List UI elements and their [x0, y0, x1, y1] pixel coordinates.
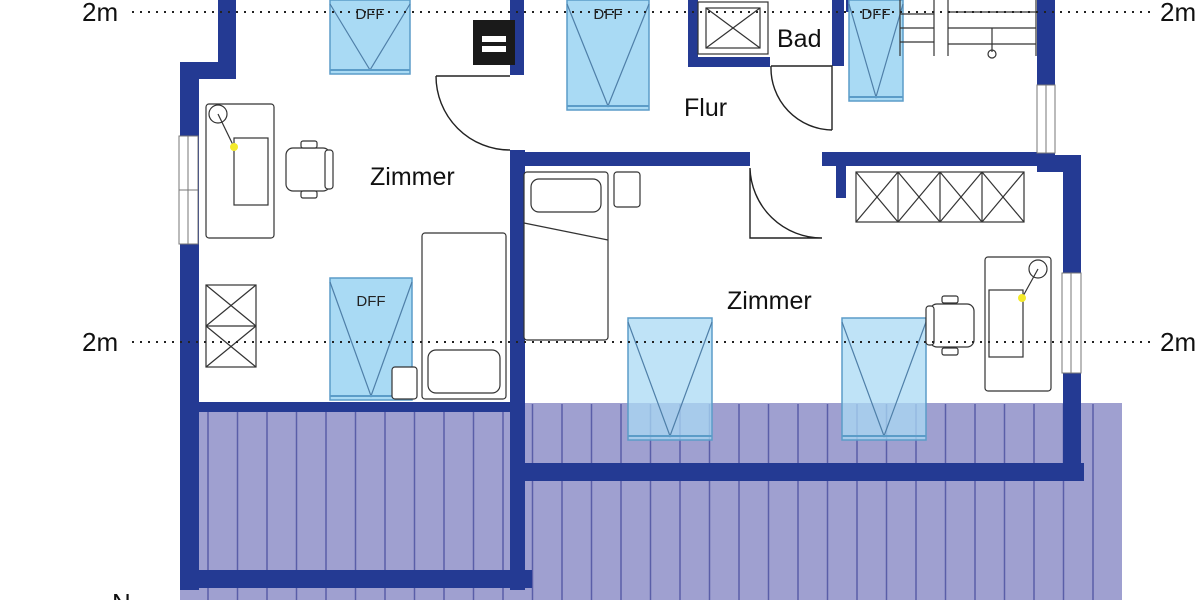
wall-bottom-left: [180, 570, 532, 588]
roof-window-frame: [627, 317, 713, 441]
roof-window-label: DFF: [593, 6, 622, 23]
dimension-label-top-left: 2m: [82, 0, 118, 27]
wall-bath-right: [832, 0, 844, 66]
room-label-hall: Flur: [684, 94, 727, 122]
dimension-label-top-right: 2m: [1160, 0, 1196, 27]
bed-left: [421, 232, 507, 400]
dimension-lines: [132, 11, 1150, 343]
wall-bottom-right: [512, 463, 1084, 481]
doors: [435, 65, 833, 239]
desk-left: [205, 103, 275, 239]
wall-left-notch: [218, 0, 236, 79]
roof-window: [841, 317, 927, 441]
chair-right: [925, 295, 975, 356]
roof-window-frame: [841, 317, 927, 441]
furniture: [205, 0, 1052, 400]
roof-window-label: DFF: [356, 293, 385, 310]
desk-lamp-dot: [1018, 294, 1026, 302]
wall-room-bottom: [195, 402, 515, 412]
shower: [697, 1, 769, 55]
door-left-room: [435, 75, 511, 151]
wall-corridor-right: [822, 152, 1047, 166]
door-bath: [770, 65, 833, 131]
roof-window-label: DFF: [355, 6, 384, 23]
shelf-left: [205, 284, 257, 368]
roof-window-frame: [848, 0, 904, 102]
bed-right: [523, 171, 609, 341]
chair-left: [285, 140, 334, 199]
room-label-left: Zimmer: [370, 163, 455, 191]
roof-window: [627, 317, 713, 441]
roof-windows: DFF DFF DFF DFF: [329, 0, 927, 441]
wall-bath-bottom: [688, 57, 770, 67]
wall-room-right-stub: [836, 152, 846, 198]
compass-north-label: N: [112, 588, 131, 600]
roof-window: DFF: [566, 0, 650, 111]
nightstand-left: [391, 366, 418, 400]
wardrobe-right: [855, 171, 1025, 223]
fuse-box-icon: [473, 20, 515, 65]
wall-middle-vertical: [510, 150, 525, 590]
dimension-label-mid-left: 2m: [82, 327, 118, 357]
desk-right: [984, 256, 1052, 392]
roof-window: DFF: [848, 0, 904, 102]
wall-windows: [178, 84, 1082, 374]
wall-right-step: [1037, 155, 1081, 172]
roof-window-frame: [566, 0, 650, 111]
roof-window-label: DFF: [861, 6, 890, 23]
room-label-bath: Bad: [777, 25, 821, 53]
wall-bath-left: [688, 0, 698, 66]
staircase: [899, 0, 1037, 59]
wall-corridor-left: [510, 152, 750, 166]
nightstand-right: [613, 171, 641, 208]
desk-lamp-dot: [230, 143, 238, 151]
door-right-room: [749, 167, 823, 239]
room-label-right: Zimmer: [727, 287, 812, 315]
dimension-label-mid-right: 2m: [1160, 327, 1196, 357]
